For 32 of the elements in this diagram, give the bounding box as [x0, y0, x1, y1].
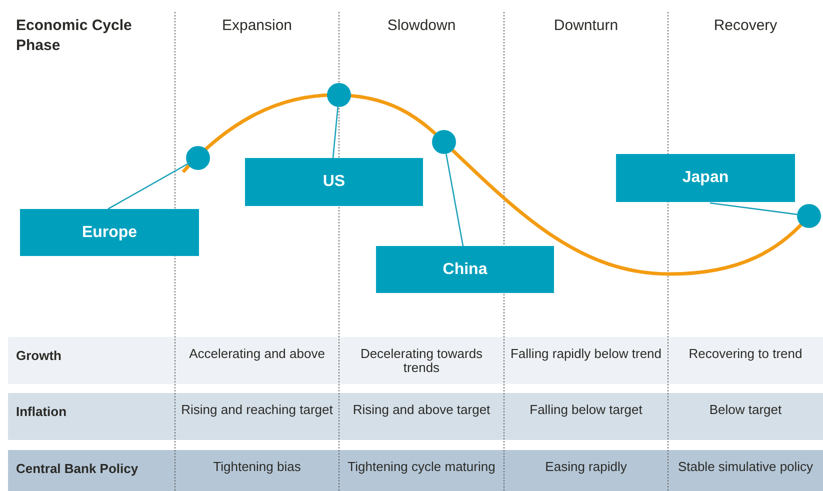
leader-line [710, 202, 798, 216]
table-cell-text: Tightening bias [212, 460, 302, 474]
table-cell-text: Falling below target [528, 403, 644, 417]
table-cell-text: Recovering to trend [688, 347, 804, 361]
country-box: China [376, 246, 554, 293]
marker-dot [797, 204, 821, 228]
phase-header: Recovery [712, 16, 778, 36]
phase-header: Downturn [552, 16, 620, 36]
column-header-title: Economic Cycle Phase [16, 16, 133, 56]
table-cell-text: Decelerating towards trends [359, 347, 484, 375]
row-header: Growth [16, 349, 62, 363]
leader-line [108, 163, 188, 210]
marker-dot [432, 130, 456, 154]
country-box: US [245, 158, 423, 206]
table-cell-text: Rising and above target [352, 403, 492, 417]
phase-header: Expansion [220, 16, 294, 36]
table-cell-text: Rising and reaching target [180, 403, 334, 417]
marker-dot [327, 83, 351, 107]
country-box: Europe [20, 209, 199, 256]
row-header: Central Bank Policy [16, 462, 140, 476]
row-header: Inflation [16, 405, 68, 419]
table-cell-text: Below target [708, 403, 783, 417]
table-cell-text: Easing rapidly [544, 460, 628, 474]
table-cell-text: Tightening cycle maturing [346, 460, 496, 474]
leader-line [332, 106, 338, 158]
table-cell-text: Stable simulative policy [676, 460, 814, 474]
table-cell-text: Accelerating and above [188, 347, 326, 361]
phase-header: Slowdown [386, 16, 457, 36]
marker-dot [186, 146, 210, 170]
leader-line [446, 154, 464, 246]
table-cell-text: Falling rapidly below trend [509, 347, 663, 361]
country-box: Japan [616, 154, 795, 202]
